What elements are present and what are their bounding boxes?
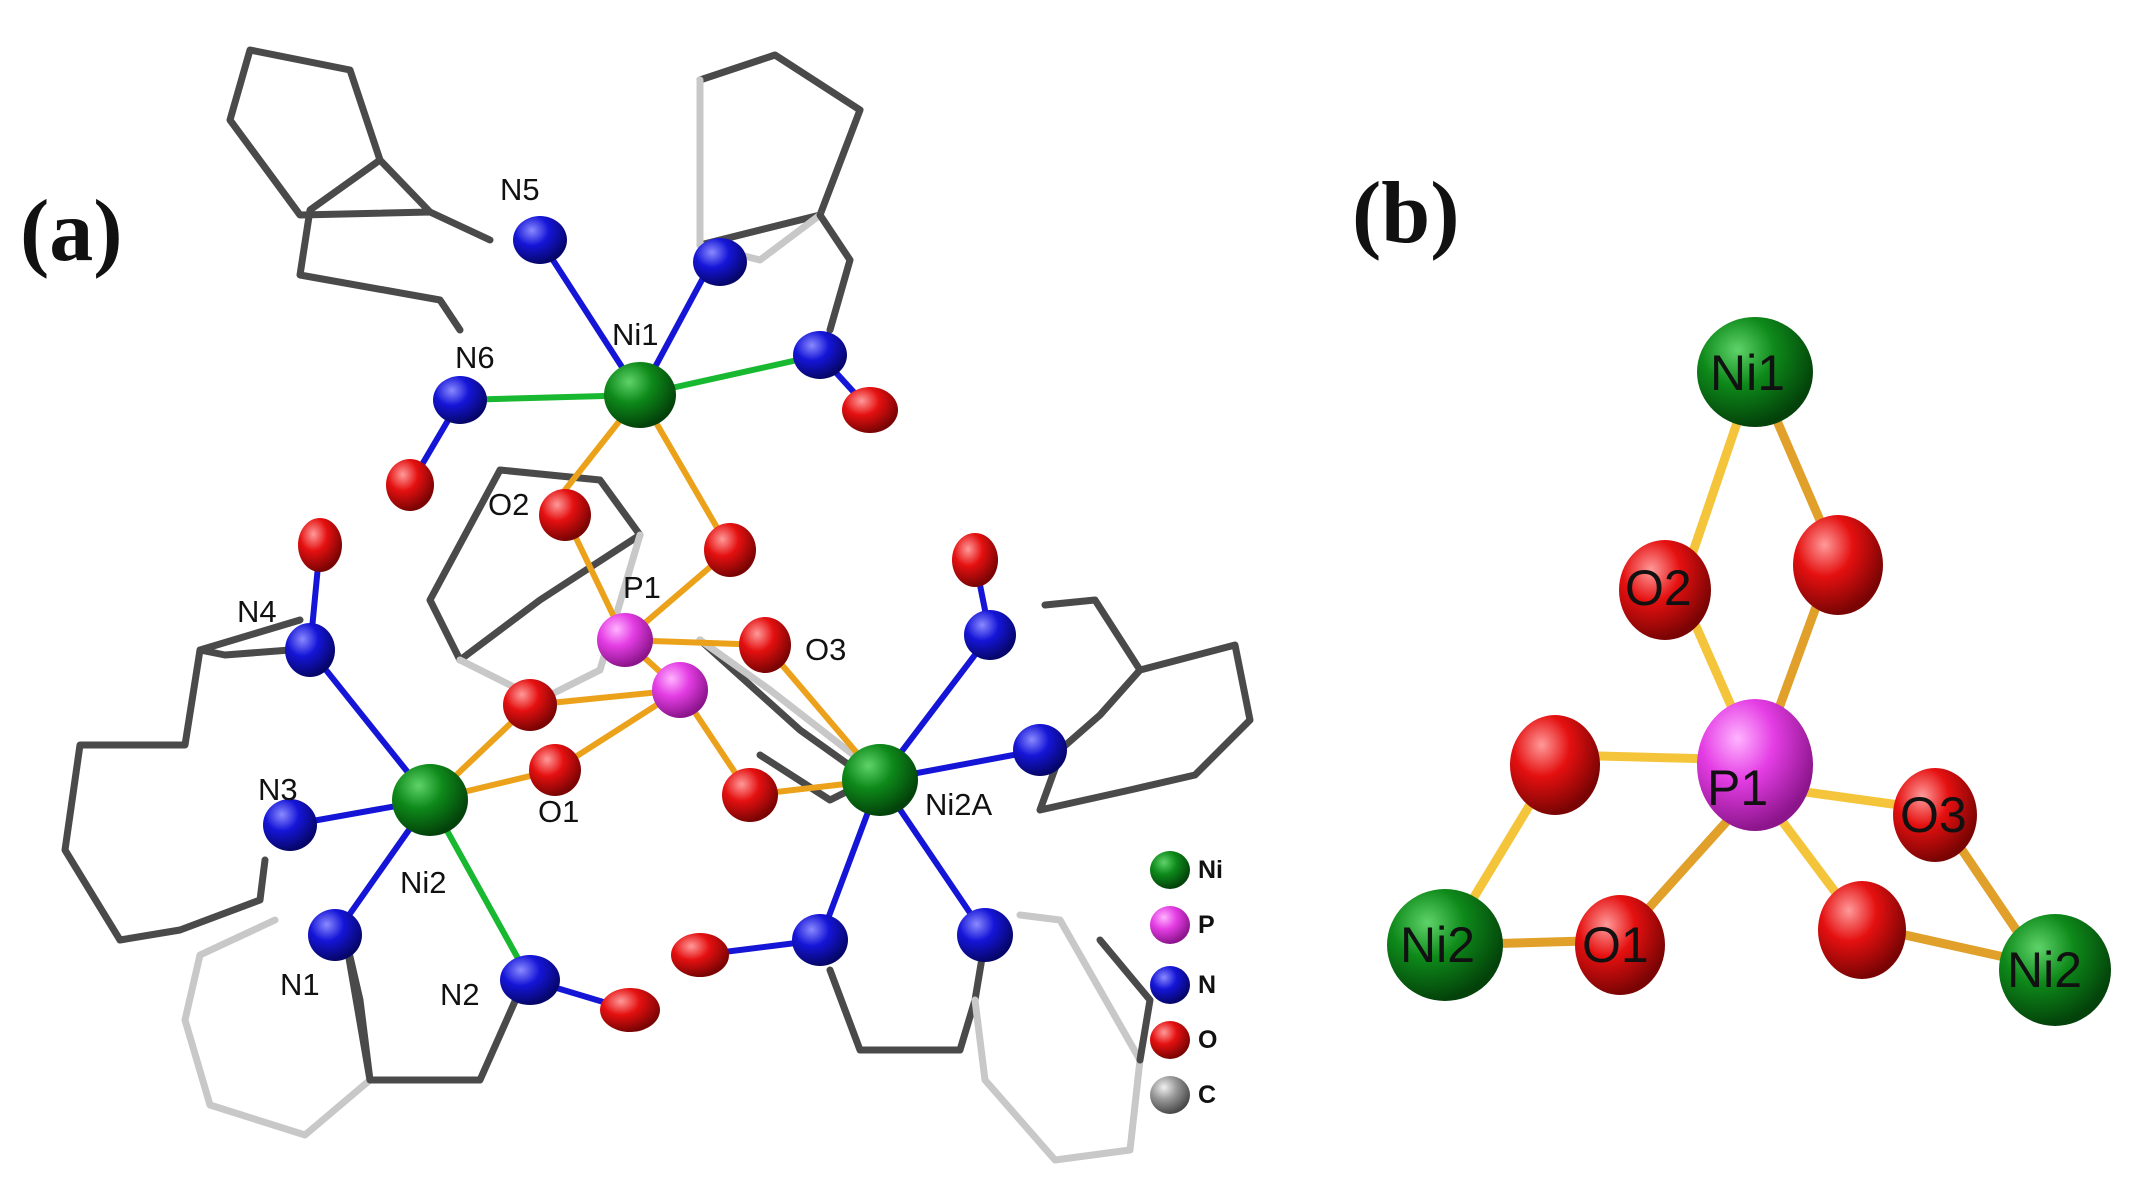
label-ni2a: Ni2A xyxy=(925,787,993,822)
atom-b-o3 xyxy=(1893,768,1977,862)
label-o3: O3 xyxy=(805,632,846,667)
atom-n-right xyxy=(1013,724,1067,776)
atom-b-o-upper-right xyxy=(1793,515,1883,615)
atom-n-lower-right-no xyxy=(792,914,848,966)
legend-swatch-c xyxy=(1150,1076,1190,1114)
label-n6: N6 xyxy=(455,340,495,375)
label-n4: N4 xyxy=(237,594,277,629)
phenyl-ring-light xyxy=(456,531,644,704)
atom-ni1 xyxy=(604,362,676,428)
atom-o-upper-right xyxy=(952,533,998,587)
atom-o-n6 xyxy=(386,459,434,511)
atom-n-top-right-no xyxy=(793,331,847,379)
ring-bottom-right xyxy=(826,936,989,1054)
label-b-o1: O1 xyxy=(1582,917,1649,973)
atom-o1 xyxy=(529,744,581,796)
ring-bottom-right-3 xyxy=(1096,936,1154,1064)
atom-b-ni1 xyxy=(1697,317,1813,427)
label-n3: N3 xyxy=(258,772,298,807)
atom-n-right-no xyxy=(964,610,1016,660)
ring-n5-arm xyxy=(296,156,464,334)
legend-label-o: O xyxy=(1198,1026,1217,1054)
legend-swatch-p xyxy=(1150,906,1190,944)
atom-o-top-right xyxy=(842,387,898,433)
atom-o-ni2-bridge xyxy=(503,679,557,731)
legend-label-ni: Ni xyxy=(1198,856,1223,884)
atom-b-o-left xyxy=(1510,715,1600,815)
carbon-skeleton xyxy=(61,46,1254,1164)
atom-labels-panel-b: Ni1 O2 P1 O3 O1 Ni2 Ni2 xyxy=(1400,345,2082,998)
label-b-o3: O3 xyxy=(1900,787,1967,843)
atom-b-p1 xyxy=(1697,699,1813,831)
ring-top-right-arm xyxy=(816,211,854,334)
atoms-panel-a xyxy=(263,216,1067,1032)
atom-b-ni2-left xyxy=(1387,889,1503,1001)
label-o2: O2 xyxy=(488,487,529,522)
ring-top-right-light xyxy=(696,76,824,264)
ring-left xyxy=(61,616,304,944)
phenyl-ring-dark xyxy=(426,466,644,664)
legend-label-p: P xyxy=(1198,911,1215,939)
atom-o2 xyxy=(539,489,591,541)
atom-n2 xyxy=(500,955,560,1005)
atom-n-lower-right xyxy=(957,908,1013,962)
atom-b-o2 xyxy=(1619,540,1711,640)
label-n1: N1 xyxy=(280,967,320,1002)
ring-right-arm xyxy=(1056,666,1144,754)
atom-n5 xyxy=(513,216,567,264)
atom-o3 xyxy=(739,617,791,673)
legend-label-n: N xyxy=(1198,971,1216,999)
atom-n6 xyxy=(433,376,487,424)
panel-b-label: (b) xyxy=(1352,165,1460,262)
label-b-ni2-left: Ni2 xyxy=(1400,917,1475,973)
bonds-panel-b xyxy=(1440,365,2045,970)
label-b-p1: P1 xyxy=(1707,760,1768,816)
panel-b: (b) Ni1 xyxy=(1352,165,2111,1026)
label-b-o2: O2 xyxy=(1625,560,1692,616)
label-b-ni1: Ni1 xyxy=(1710,345,1785,401)
legend-swatch-ni xyxy=(1150,851,1190,889)
legend-label-c: C xyxy=(1198,1081,1216,1109)
atom-o-upper-left xyxy=(298,518,342,572)
label-o1: O1 xyxy=(538,794,579,829)
legend-swatch-o xyxy=(1150,1021,1190,1059)
atom-b-o-lower-right xyxy=(1818,881,1906,979)
atom-p1-second xyxy=(652,662,708,718)
label-ni1: Ni1 xyxy=(612,317,659,352)
atom-n1 xyxy=(308,909,362,961)
atom-o-ni1-bridge xyxy=(704,523,756,577)
label-n5: N5 xyxy=(500,172,540,207)
atom-n4 xyxy=(285,623,335,677)
atom-b-o1 xyxy=(1575,895,1665,995)
ring-top-right xyxy=(696,51,864,249)
label-p1: P1 xyxy=(623,570,661,605)
ring-bottom-left xyxy=(181,916,374,1139)
ring-right xyxy=(1036,596,1254,814)
ring-n5 xyxy=(226,46,494,244)
atom-p1 xyxy=(597,613,653,667)
atom-ni2a xyxy=(842,744,918,816)
legend: Ni P N O C xyxy=(1150,851,1223,1114)
atoms-panel-b xyxy=(1387,317,2111,1026)
atom-n-top-right xyxy=(693,238,747,286)
panel-a-label: (a) xyxy=(20,183,123,280)
ring-bottom-right-2 xyxy=(971,911,1144,1164)
ring-bottom-left-dark xyxy=(341,931,524,1084)
atom-ni2 xyxy=(392,764,468,836)
atom-o-n2 xyxy=(600,988,660,1032)
label-ni2: Ni2 xyxy=(400,865,447,900)
panel-a: (a) xyxy=(20,46,1254,1164)
atom-n3 xyxy=(263,799,317,851)
atom-o-lower-mid xyxy=(722,768,778,822)
atom-labels-panel-a: N5 Ni1 N6 O2 P1 O3 N4 N3 Ni2 O1 Ni2A N1 … xyxy=(237,172,993,1012)
phenyl2-light xyxy=(696,636,864,764)
label-n2: N2 xyxy=(440,977,480,1012)
label-b-ni2-right: Ni2 xyxy=(2007,942,2082,998)
atom-b-ni2-right xyxy=(1999,914,2111,1026)
atom-o-lower-right xyxy=(671,933,729,977)
legend-swatch-n xyxy=(1150,966,1190,1004)
